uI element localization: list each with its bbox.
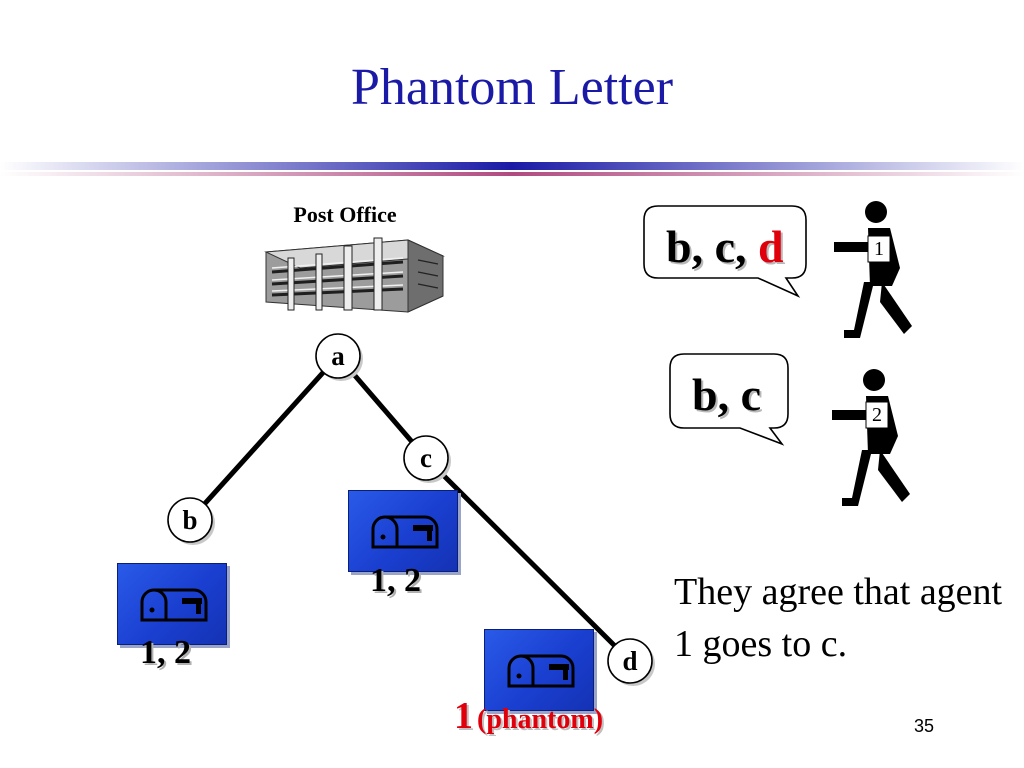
agent-2: 2 (828, 366, 918, 516)
node-circle (167, 497, 213, 543)
agreement-text: They agree that agent 1 goes to c. (674, 571, 1003, 665)
agent-1-badge: 1 (874, 238, 884, 260)
agent-1-speech: b, c, d (666, 220, 784, 273)
agent-1-speech-prefix: b, c, (666, 221, 758, 272)
node-label-b: b (182, 505, 197, 535)
node-label-c: c (420, 443, 432, 473)
agent-2-speech-prefix: b, c (692, 369, 761, 420)
agent-1-speech-highlight: d (758, 221, 784, 272)
mailbox-c-label: 1, 2 (370, 562, 421, 599)
mailbox-icon (507, 654, 575, 688)
edge-c-d (439, 471, 617, 648)
phantom-note: (phantom) (477, 704, 604, 735)
node-circle (403, 435, 449, 481)
mailbox-b (117, 563, 227, 645)
node-circle (315, 333, 361, 379)
edge-a-b (202, 369, 326, 507)
building-icon (264, 237, 445, 313)
mailbox-d (484, 629, 594, 711)
node-b: b (167, 497, 215, 545)
mailbox-d-label: 1 (phantom) (454, 694, 603, 738)
phantom-count: 1 (454, 695, 473, 737)
node-label-a: a (331, 341, 345, 371)
agent-2-badge: 2 (872, 404, 882, 426)
mailbox-icon (371, 515, 439, 549)
slide-title: Phantom Letter (350, 59, 674, 116)
walking-person-icon (834, 201, 912, 338)
title-divider (0, 162, 1024, 176)
mailbox-c (348, 490, 458, 572)
edge-a-c (349, 370, 415, 444)
walking-person-icon (832, 369, 910, 506)
mailbox-icon (140, 588, 208, 622)
node-c: c (403, 435, 451, 483)
agent-2-speech: b, c (692, 368, 761, 421)
slide-number: 35 (913, 716, 935, 736)
agent-1: 1 (830, 198, 920, 348)
node-a: a (315, 333, 363, 381)
post-office-label: Post Office (293, 202, 397, 227)
mailbox-b-label: 1, 2 (140, 634, 191, 671)
node-label-d: d (622, 646, 637, 676)
speech-bubble-agent-1 (643, 205, 807, 298)
node-circle (607, 638, 653, 684)
speech-bubble-agent-2 (669, 353, 789, 446)
node-d: d (607, 638, 655, 686)
